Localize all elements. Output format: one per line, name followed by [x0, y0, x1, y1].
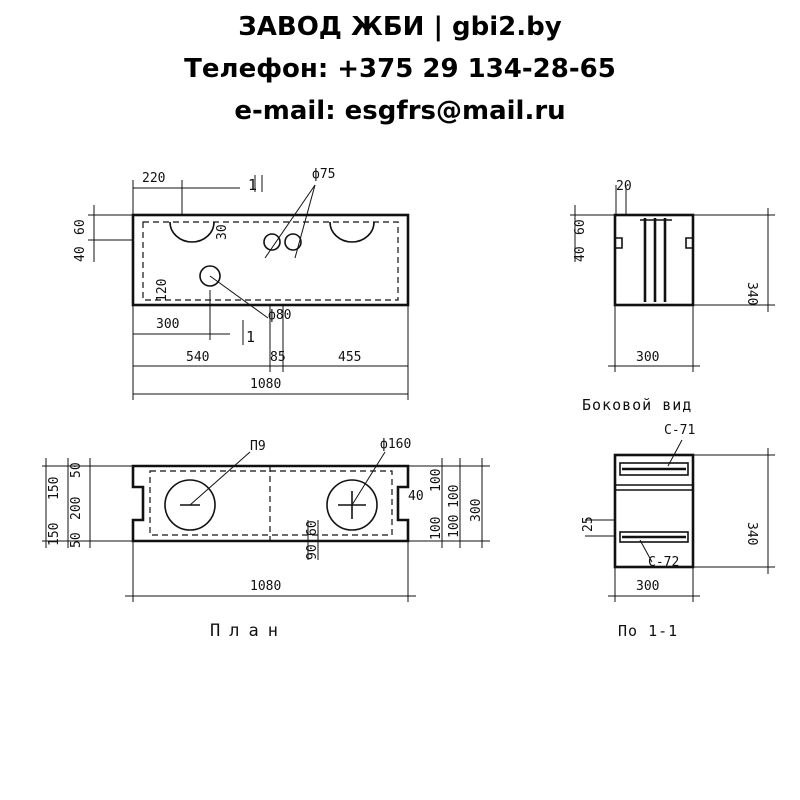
side-dim-20: 20	[616, 179, 632, 194]
front-left-notch	[169, 221, 215, 243]
front-dim-1080: 1080	[250, 377, 281, 392]
leader-phi160	[351, 451, 386, 506]
plan-dim-1080: 1080	[250, 579, 281, 594]
phone-line: Телефон: +375 29 134-28-65	[184, 54, 616, 84]
plan-label-p9: П9	[250, 439, 266, 454]
side-view: 20 40 60 340 300 Боковой вид	[570, 179, 775, 414]
section-view: С-71 С-72 25 340 300 По 1-1	[581, 423, 775, 640]
plan-left-dim-1: 150	[47, 477, 62, 500]
leader-p9	[189, 451, 251, 506]
front-dim-455: 455	[338, 350, 361, 365]
section-top-mesh	[619, 462, 689, 476]
plan-dim-phi160: ф160	[380, 437, 411, 452]
plan-right-dim-1: 100	[429, 469, 444, 492]
front-dim-40: 40	[73, 246, 88, 262]
leader-phi80	[209, 275, 269, 319]
front-dim-300: 300	[156, 317, 179, 332]
plan-caption: План	[210, 621, 287, 641]
front-dim-phi75: ф75	[312, 167, 335, 182]
side-dim-300: 300	[636, 350, 659, 365]
plan-right-dim-3: 100	[447, 485, 462, 508]
plan-dim-60: 60	[305, 520, 320, 536]
front-block-outline	[131, 213, 410, 307]
section-mark-label-top: 1	[248, 176, 258, 194]
section-mark-label-bottom: 1	[246, 328, 256, 346]
plan-dim-40: 40	[408, 489, 424, 504]
plan-hidden-outline	[149, 470, 393, 536]
side-dim-40: 40	[573, 246, 588, 262]
plan-left-dim-3: 50	[69, 462, 84, 478]
side-left-groove	[615, 237, 623, 249]
plan-right-dim-4: 100	[447, 515, 462, 538]
plan-hole-160-right	[326, 479, 378, 531]
front-dim-220: 220	[142, 171, 165, 186]
plan-left-dim-2: 150	[47, 523, 62, 546]
side-block-outline	[613, 213, 695, 307]
section-dim-340: 340	[744, 522, 759, 545]
side-dim-60: 60	[573, 219, 588, 235]
plan-left-dim-4: 200	[69, 497, 84, 520]
section-dim-25: 25	[581, 516, 596, 532]
front-dim-120: 120	[155, 279, 170, 302]
front-hole-75-a	[263, 233, 281, 251]
front-dim-phi80: ф80	[268, 308, 291, 323]
front-dim-540: 540	[186, 350, 209, 365]
side-caption: Боковой вид	[582, 396, 692, 414]
front-dim-60: 60	[73, 219, 88, 235]
company-title: ЗАВОД ЖБИ | gbi2.by	[238, 12, 562, 42]
front-right-notch	[329, 221, 375, 243]
plan-view: П9 ф160 40 150 150 50 200 50 100 100 100…	[42, 437, 490, 641]
plan-left-dim-5: 50	[69, 532, 84, 548]
plan-dim-90: 90	[305, 544, 320, 560]
front-dim-85: 85	[270, 350, 286, 365]
section-block-outline	[613, 453, 695, 569]
plan-right-dim-2: 100	[429, 517, 444, 540]
section-label-c72: С-72	[648, 555, 679, 570]
section-bottom-mesh	[619, 531, 689, 543]
leader-c71	[667, 439, 683, 467]
section-caption: По 1-1	[618, 622, 678, 640]
section-dim-300: 300	[636, 579, 659, 594]
plan-hole-160-left	[164, 479, 216, 531]
front-hidden-outline	[142, 221, 399, 301]
email-line: e-mail: esgfrs@mail.ru	[234, 96, 566, 126]
front-hole-75-b	[284, 233, 302, 251]
plan-right-dim-5: 300	[469, 499, 484, 522]
leader-phi75-b	[294, 184, 316, 259]
section-label-c71: С-71	[664, 423, 695, 438]
side-right-groove	[685, 237, 693, 249]
leader-c72	[639, 539, 653, 563]
front-hole-80	[199, 265, 221, 287]
leader-phi75-a	[264, 184, 316, 259]
front-dim-30: 30	[215, 224, 230, 240]
header: ЗАВОД ЖБИ | gbi2.by Телефон: +375 29 134…	[0, 6, 800, 132]
side-dim-340: 340	[744, 282, 759, 305]
front-view: 220 1 ф75 ф80 40 60 30 120 300 1 540 85 …	[73, 167, 410, 400]
